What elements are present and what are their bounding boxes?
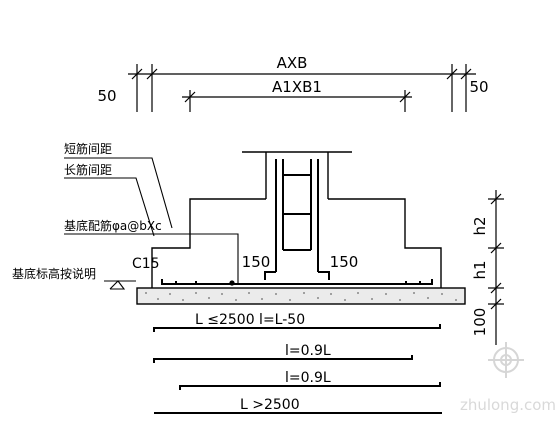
edge-right-label: 50 <box>469 78 488 96</box>
hook-right-label: 150 <box>330 253 359 271</box>
h2-label: h2 <box>471 216 489 235</box>
bar-detail-2-label: l=0.9L <box>285 343 331 359</box>
bar-detail-2-shape <box>153 355 413 363</box>
column-outline <box>242 151 352 199</box>
footing-outline <box>151 198 442 288</box>
base-elevation-note-label: 基底标高按说明 <box>12 266 96 281</box>
short-bar-spacing-label: 短筋间距 <box>64 141 112 156</box>
bar-detail-1-shape <box>153 324 441 332</box>
dimension-vertical <box>488 190 504 345</box>
overall-width-label: AXB <box>277 54 308 72</box>
column-rebar-cage <box>264 159 330 280</box>
leader-lines <box>64 157 239 290</box>
bar-detail-3-label: l=0.9L <box>285 370 331 386</box>
bar-detail-1-label: L ≤2500 l=L-50 <box>195 312 305 328</box>
edge-left-label: 50 <box>97 87 116 105</box>
bar-detail-3-shape <box>179 382 441 390</box>
concrete-grade-label: C15 <box>132 256 160 272</box>
inner-width-label: A1XB1 <box>272 78 322 96</box>
rebar-section-dot <box>229 280 235 286</box>
base-rebar <box>161 279 433 285</box>
dimension-inner <box>182 90 412 112</box>
watermark-logo <box>488 342 524 378</box>
watermark-text: zhulong.com <box>460 396 556 414</box>
h1-label: h1 <box>471 260 489 279</box>
hook-left-label: 150 <box>242 253 271 271</box>
cushion-hatch <box>145 292 457 301</box>
bar-detail-4-label: L >2500 <box>240 397 300 413</box>
cushion-layer <box>136 287 466 305</box>
base-reinforcement-label: 基底配筋φa@bXc <box>64 218 162 233</box>
cushion-thickness-label: 100 <box>471 308 489 337</box>
dimension-overall <box>128 64 476 112</box>
long-bar-spacing-label: 长筋间距 <box>64 162 112 177</box>
